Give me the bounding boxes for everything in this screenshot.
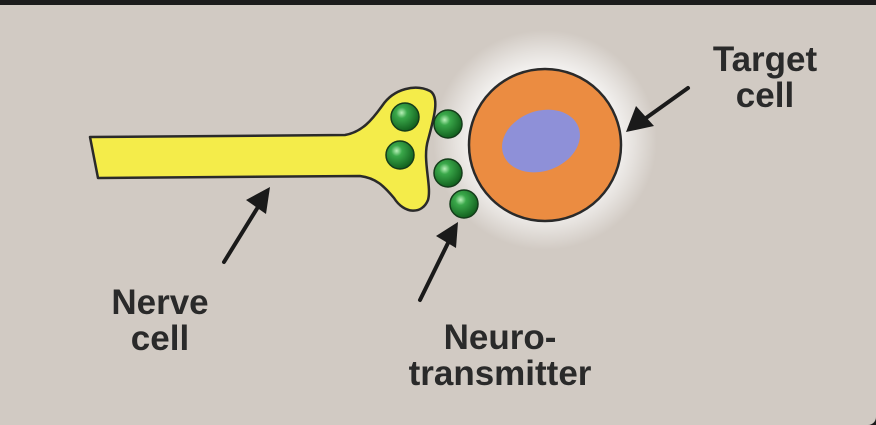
- neurotransmitter-label: Neuro- transmitter: [390, 320, 610, 392]
- neurotransmitter-label-line1: Neuro-: [443, 318, 557, 357]
- neurotransmitter-molecule: [433, 109, 463, 139]
- nerve-cell: [88, 86, 437, 212]
- target-cell-arrow: [626, 86, 690, 132]
- neurotransmitter-molecules: [433, 109, 479, 219]
- nerve-cell-label-line1: Nerve: [111, 283, 209, 322]
- vesicle: [390, 102, 420, 132]
- vesicle: [385, 140, 415, 170]
- nerve-cell-label-line2: cell: [130, 319, 190, 358]
- nerve-cell-label: Nerve cell: [90, 285, 230, 357]
- target-cell-label: Target cell: [690, 42, 840, 114]
- target-cell-nucleus: [502, 109, 580, 173]
- neurotransmitter-label-line2: transmitter: [408, 354, 592, 393]
- nerve-cell-arrow: [222, 187, 270, 264]
- neurotransmitter-molecule: [433, 158, 463, 188]
- neurotransmitter-molecule: [449, 189, 479, 219]
- vesicles: [385, 102, 420, 170]
- neurotransmitter-arrow: [418, 222, 458, 302]
- target-cell-label-line2: cell: [735, 76, 795, 115]
- target-cell-label-line1: Target: [712, 40, 818, 79]
